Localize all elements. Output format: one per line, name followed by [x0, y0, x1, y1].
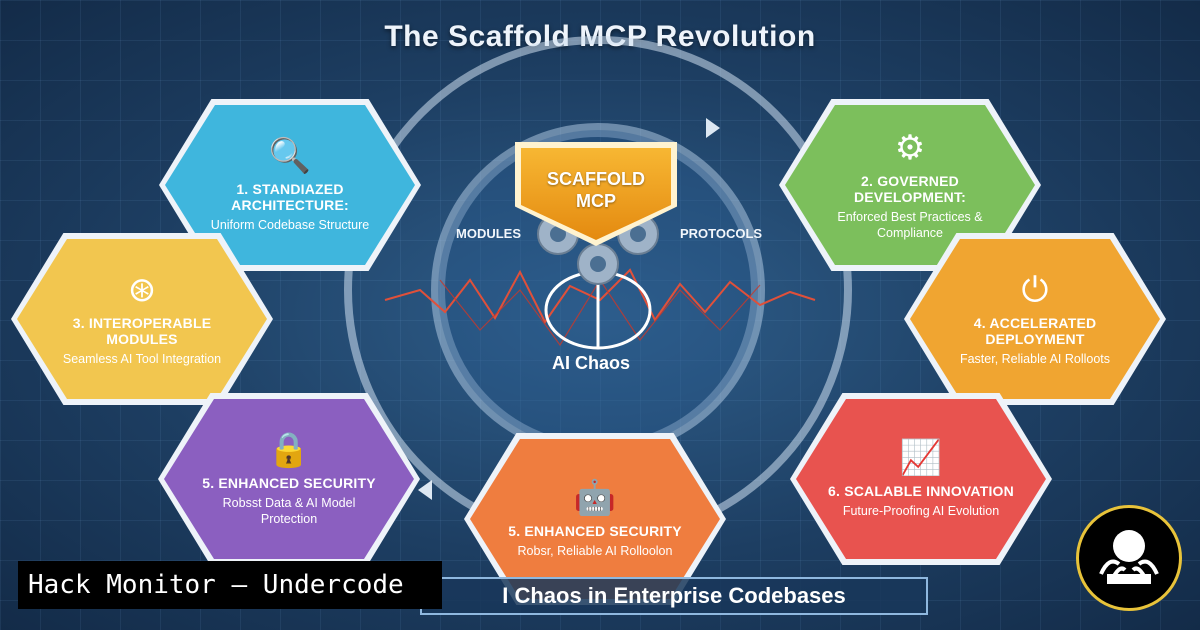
growth-chart-icon: 📈: [899, 439, 943, 477]
footer-banner: I Chaos in Enterprise Codebases: [420, 577, 928, 615]
node-accelerated-deployment: ⏻ 4. ACCELERATED DEPLOYMENT Faster, Reli…: [910, 239, 1160, 399]
modules-label: MODULES: [456, 226, 521, 241]
security-robot-icon: 🤖: [573, 479, 617, 517]
network-icon: ⊛: [127, 271, 157, 309]
watermark-text: Hack Monitor – Undercode: [18, 561, 442, 609]
ai-chaos-label: AI Chaos: [552, 353, 631, 373]
lock-icon: 🔒: [267, 431, 311, 469]
protocols-label: PROTOCOLS: [680, 226, 763, 241]
node-enhanced-security-bottom: 🤖 5. ENHANCED SECURITY Robsr, Reliable A…: [470, 439, 720, 599]
node-interoperable-modules: ⊛ 3. INTEROPERABLE MODULES Seamless AI T…: [17, 239, 267, 399]
gear-wrench-icon: ⚙: [894, 129, 926, 167]
node-scalable-innovation: 📈 6. SCALABLE INNOVATION Future-Proofing…: [796, 399, 1046, 559]
node-enhanced-security: 🔒 5. ENHANCED SECURITY Robsst Data & AI …: [164, 399, 414, 559]
power-icon: ⏻: [1021, 271, 1049, 309]
search-code-icon: 🔍: [268, 137, 312, 175]
octopus-logo-icon: [1076, 505, 1182, 611]
